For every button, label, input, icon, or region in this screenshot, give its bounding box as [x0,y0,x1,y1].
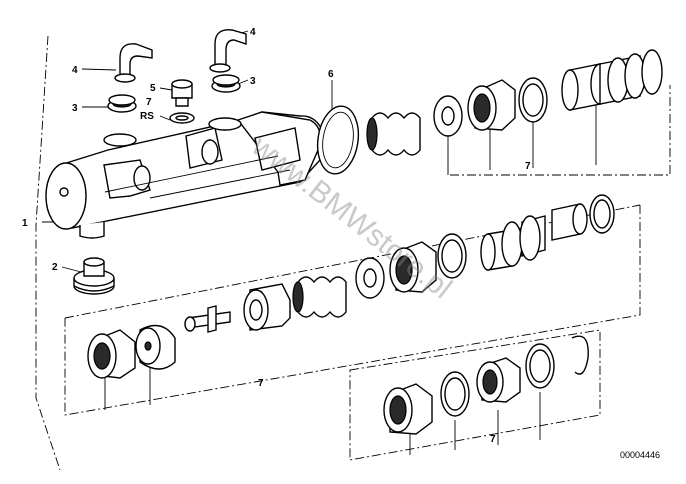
callout-7-middle: 7 [258,378,264,389]
screw-plug-5 [171,79,193,107]
seal-ring-mid-left [135,324,176,370]
cup-seal-mid-right [389,241,437,293]
o-ring-bottom-1 [440,371,470,417]
callout-7-bottom: 7 [490,434,496,445]
sleeve-mid [243,283,291,331]
callout-rs-code: RS [140,111,154,122]
callout-1: 1 [22,218,28,229]
o-ring-mid [437,233,467,279]
callout-3-right: 3 [250,76,256,87]
master-cylinder-body [45,111,323,239]
spring-lower [292,276,347,318]
callout-2: 2 [52,262,58,273]
callout-7-top: 7 [525,161,531,172]
callout-4-right: 4 [250,27,256,38]
callout-6: 6 [328,69,334,80]
callout-5: 5 [150,83,156,94]
cup-seal-bottom-1 [383,383,433,435]
washer-left [107,94,137,113]
spring-upper [366,112,421,156]
callout-3-left: 3 [72,103,78,114]
piston-mid [480,203,588,271]
gasket-ring-6 [316,105,360,175]
elbow-fitting-left [114,43,153,83]
cup-seal-upper-1 [467,79,516,131]
cup-seal-bottom-2 [476,357,521,403]
elbow-fitting-right [209,29,247,73]
repair-seal-rs [169,112,195,124]
circlip-bottom [571,335,589,375]
bracket-main-1 [35,35,61,471]
bolt-mid [184,305,231,333]
bracket-seal-kit-top [450,85,671,176]
washer-right [211,74,241,93]
cup-seal-mid-left [87,329,136,379]
callout-4-left: 4 [72,65,78,76]
group-callouts: 1 2 3 3 4 4 5 6 7 RS 7 7 7 [22,27,531,445]
o-ring-upper [518,77,548,123]
screw-plug-2 [73,257,115,295]
o-ring-bottom-2 [525,343,555,389]
bracket-seal-kit-mid-frame [64,205,641,416]
callout-7-rs-number: 7 [146,97,152,108]
o-ring-mid-right [589,194,615,234]
piston-upper [561,49,663,111]
retainer-washer-upper [433,95,463,137]
retainer-washer-mid [355,257,385,299]
reference-code: 00004446 [620,450,660,460]
